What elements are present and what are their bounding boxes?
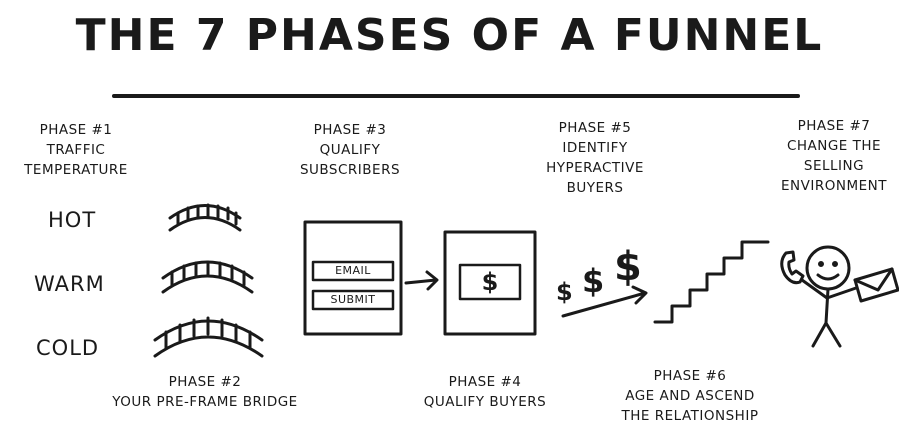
phase-7-heading: PHASE #7: [797, 118, 871, 134]
phase-2-heading: PHASE #2: [168, 374, 242, 390]
phase-7-line: CHANGE THE: [786, 138, 882, 154]
phase-6-line: AGE AND ASCEND: [625, 388, 755, 404]
phase-1-label: PHASE #1 TRAFFIC TEMPERATURE: [2, 120, 150, 180]
phase-6-heading: PHASE #6: [653, 368, 727, 384]
dollar-sign-small: $: [556, 278, 573, 306]
temperature-cold: COLD: [36, 336, 100, 360]
dollar-sign-large: $: [614, 244, 642, 290]
dollar-sign-medium: $: [582, 262, 605, 300]
diagram-title: THE 7 PHASES OF A FUNNEL: [75, 10, 824, 61]
phase-7-line: ENVIRONMENT: [781, 178, 887, 194]
phase-3-heading: PHASE #3: [313, 122, 387, 138]
bridge-icon-small: [168, 203, 242, 232]
phase-5-label: PHASE #5 IDENTIFY HYPERACTIVE BUYERS: [525, 118, 665, 198]
phase-5-heading: PHASE #5: [558, 120, 632, 136]
phase-2-line: YOUR PRE-FRAME BRIDGE: [112, 394, 298, 410]
phase-7-line: SELLING: [803, 158, 865, 174]
rising-arrow-icon: [561, 285, 648, 318]
envelope-icon: [853, 267, 899, 303]
phase-4-heading: PHASE #4: [448, 374, 522, 390]
staircase-icon: [653, 240, 770, 324]
phase-5-line: BUYERS: [566, 180, 624, 196]
bridge-icon-medium: [161, 260, 254, 294]
phase-6-line: THE RELATIONSHIP: [621, 408, 759, 424]
bridge-icon-large: [153, 316, 264, 358]
phase-1-heading: PHASE #1: [39, 122, 113, 138]
phase-3-label: PHASE #3 QUALIFY SUBSCRIBERS: [275, 120, 425, 180]
phone-icon: [780, 250, 805, 285]
temperature-hot: HOT: [48, 208, 97, 232]
email-field: EMAIL: [335, 264, 371, 277]
phase-5-line: IDENTIFY: [562, 140, 628, 156]
phase-4-line: QUALIFY BUYERS: [423, 394, 547, 410]
phase-7-label: PHASE #7 CHANGE THE SELLING ENVIRONMENT: [770, 116, 898, 196]
phase-2-label: PHASE #2 YOUR PRE-FRAME BRIDGE: [70, 372, 340, 412]
temperature-warm: WARM: [34, 272, 105, 296]
stick-figure-icon: [800, 245, 858, 348]
phase-3-line: QUALIFY: [319, 142, 381, 158]
title-underline: [112, 94, 800, 98]
phase-5-line: HYPERACTIVE: [546, 160, 644, 176]
sales-page-dollar: $: [481, 268, 499, 296]
arrow-icon: [404, 270, 439, 291]
opt-in-page-icon: [303, 220, 403, 336]
phase-3-line: SUBSCRIBERS: [299, 162, 401, 178]
phase-4-label: PHASE #4 QUALIFY BUYERS: [400, 372, 570, 412]
phase-1-line: TRAFFIC: [46, 142, 106, 158]
phase-6-label: PHASE #6 AGE AND ASCEND THE RELATIONSHIP: [600, 366, 780, 426]
sales-page-icon: [443, 230, 537, 336]
phase-1-line: TEMPERATURE: [24, 162, 128, 178]
submit-button: SUBMIT: [330, 293, 376, 306]
